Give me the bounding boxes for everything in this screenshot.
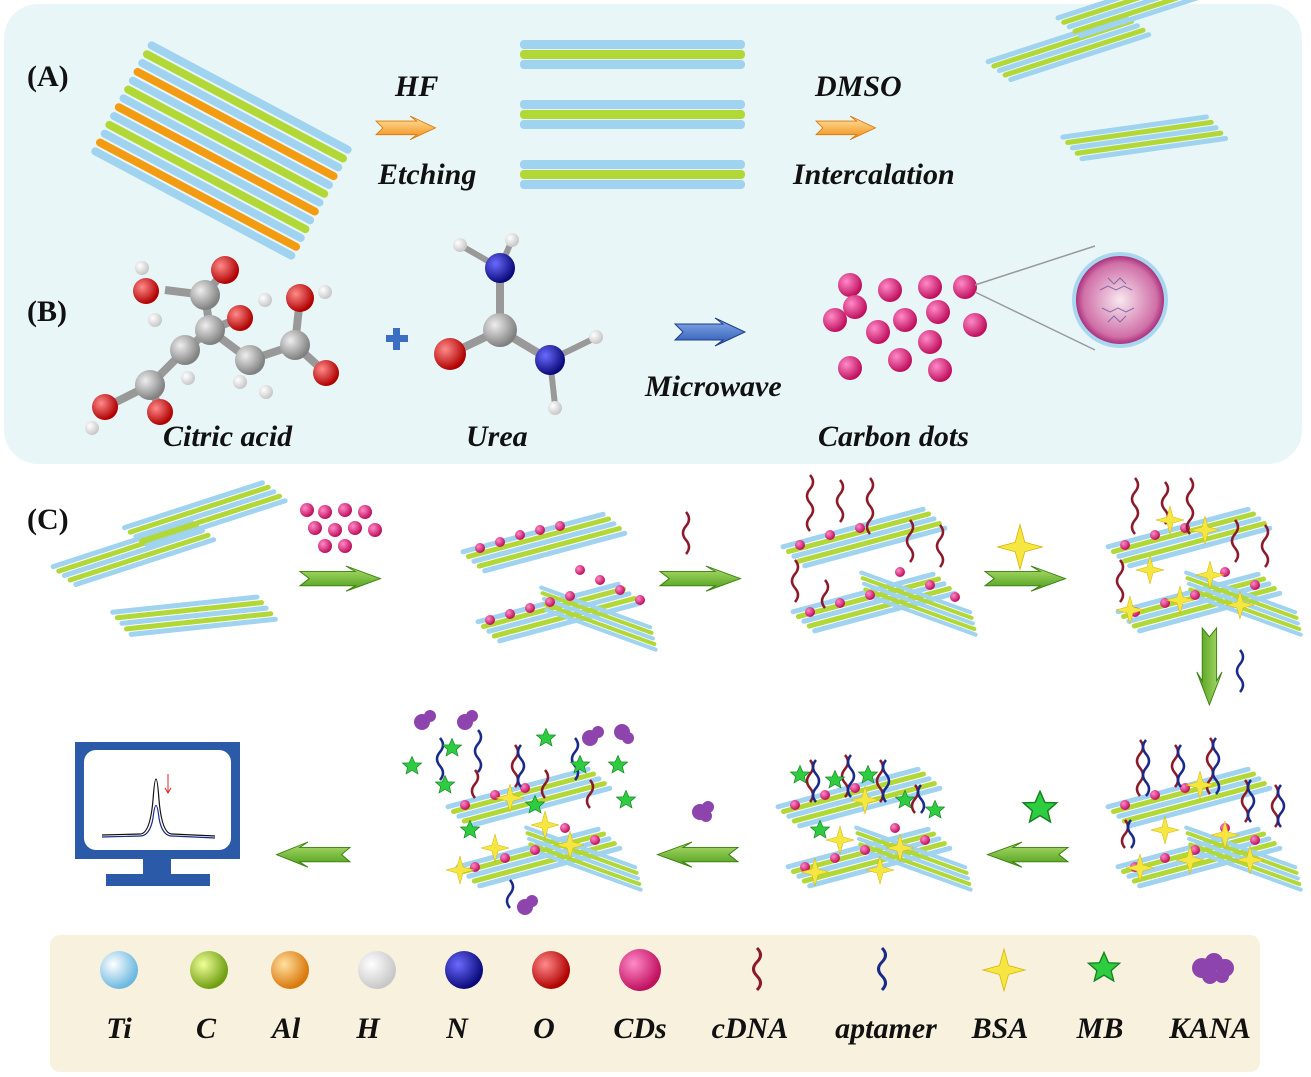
legend-label-cds: CDs <box>613 1012 667 1045</box>
al-sphere-icon <box>271 951 309 989</box>
mxene-kana-bound <box>401 710 650 915</box>
dmso-label: DMSO <box>815 70 902 103</box>
arrow-c5 <box>986 841 1069 868</box>
hf-label: HF <box>395 70 439 103</box>
dmso-arrow <box>815 115 876 141</box>
n-sphere-icon <box>445 951 483 989</box>
arrow-c3 <box>984 565 1067 592</box>
legend-icons <box>100 946 1234 992</box>
c-sphere-icon <box>190 951 228 989</box>
cds-sphere-icon <box>619 949 661 991</box>
citric-acid-label: Citric acid <box>163 420 293 453</box>
hf-arrow <box>375 115 436 141</box>
mxene-aptamer-hybrid <box>1105 737 1310 894</box>
legend-label-aptamer: aptamer <box>835 1012 937 1045</box>
urea-label: Urea <box>466 420 528 453</box>
legend-label-o: O <box>533 1012 555 1045</box>
max-phase-stack <box>91 41 352 260</box>
cdna-reagent <box>681 511 691 555</box>
mxene-blocked-bsa <box>1105 477 1310 639</box>
microwave-label: Microwave <box>645 370 782 403</box>
monitor-icon <box>75 742 240 886</box>
mxene-mb-loaded <box>775 754 980 894</box>
etching-label: Etching <box>378 158 477 191</box>
legend-label-cdna: cDNA <box>711 1012 789 1045</box>
arrow-c2 <box>659 565 742 592</box>
legend-label-n: N <box>446 1012 468 1045</box>
arrow-c6 <box>656 841 739 868</box>
kana-reagent <box>692 801 714 822</box>
microwave-arrow <box>674 317 746 347</box>
arrow-c1 <box>299 565 382 592</box>
delaminated-mxene <box>985 0 1229 164</box>
legend-label-c: C <box>195 1012 216 1045</box>
panel-label-b: (B) <box>27 295 67 328</box>
mxene-with-cds <box>460 507 665 653</box>
carbon-dots-cluster <box>823 245 1168 382</box>
aptamer-strand-icon <box>877 946 887 992</box>
legend-label-bsa: BSA <box>971 1012 1029 1045</box>
arrow-down <box>1196 627 1223 706</box>
bsa-star-icon <box>982 948 1026 992</box>
panel-label-a: (A) <box>27 60 69 93</box>
bsa-reagent <box>996 523 1044 571</box>
plus-sign <box>386 328 408 350</box>
mxene-cds-cdna <box>780 474 985 639</box>
legend-label-h: H <box>356 1012 380 1045</box>
mb-star-icon <box>1087 951 1121 982</box>
legend-label-al: Al <box>271 1012 301 1045</box>
arrow-c7 <box>275 841 351 868</box>
mb-reagent <box>1022 790 1058 823</box>
urea-molecule <box>434 233 603 415</box>
legend-label-mb: MB <box>1076 1012 1124 1045</box>
carbon-dots-label: Carbon dots <box>818 420 969 453</box>
legend-label-ti: Ti <box>106 1012 132 1045</box>
aptamer-reagent <box>1235 649 1245 693</box>
panel-label-c: (C) <box>27 503 69 536</box>
ti-sphere-icon <box>100 951 138 989</box>
legend-label-kana: KANA <box>1169 1012 1251 1045</box>
etched-mxene-sheets <box>520 40 745 189</box>
mxene-start <box>50 474 289 639</box>
cds-reagent <box>300 503 382 553</box>
cdna-strand-icon <box>752 946 762 992</box>
intercalation-label: Intercalation <box>793 158 955 191</box>
citric-acid-molecule <box>85 256 339 435</box>
h-sphere-icon <box>358 951 396 989</box>
o-sphere-icon <box>532 951 570 989</box>
kana-blob-icon <box>1192 953 1234 984</box>
